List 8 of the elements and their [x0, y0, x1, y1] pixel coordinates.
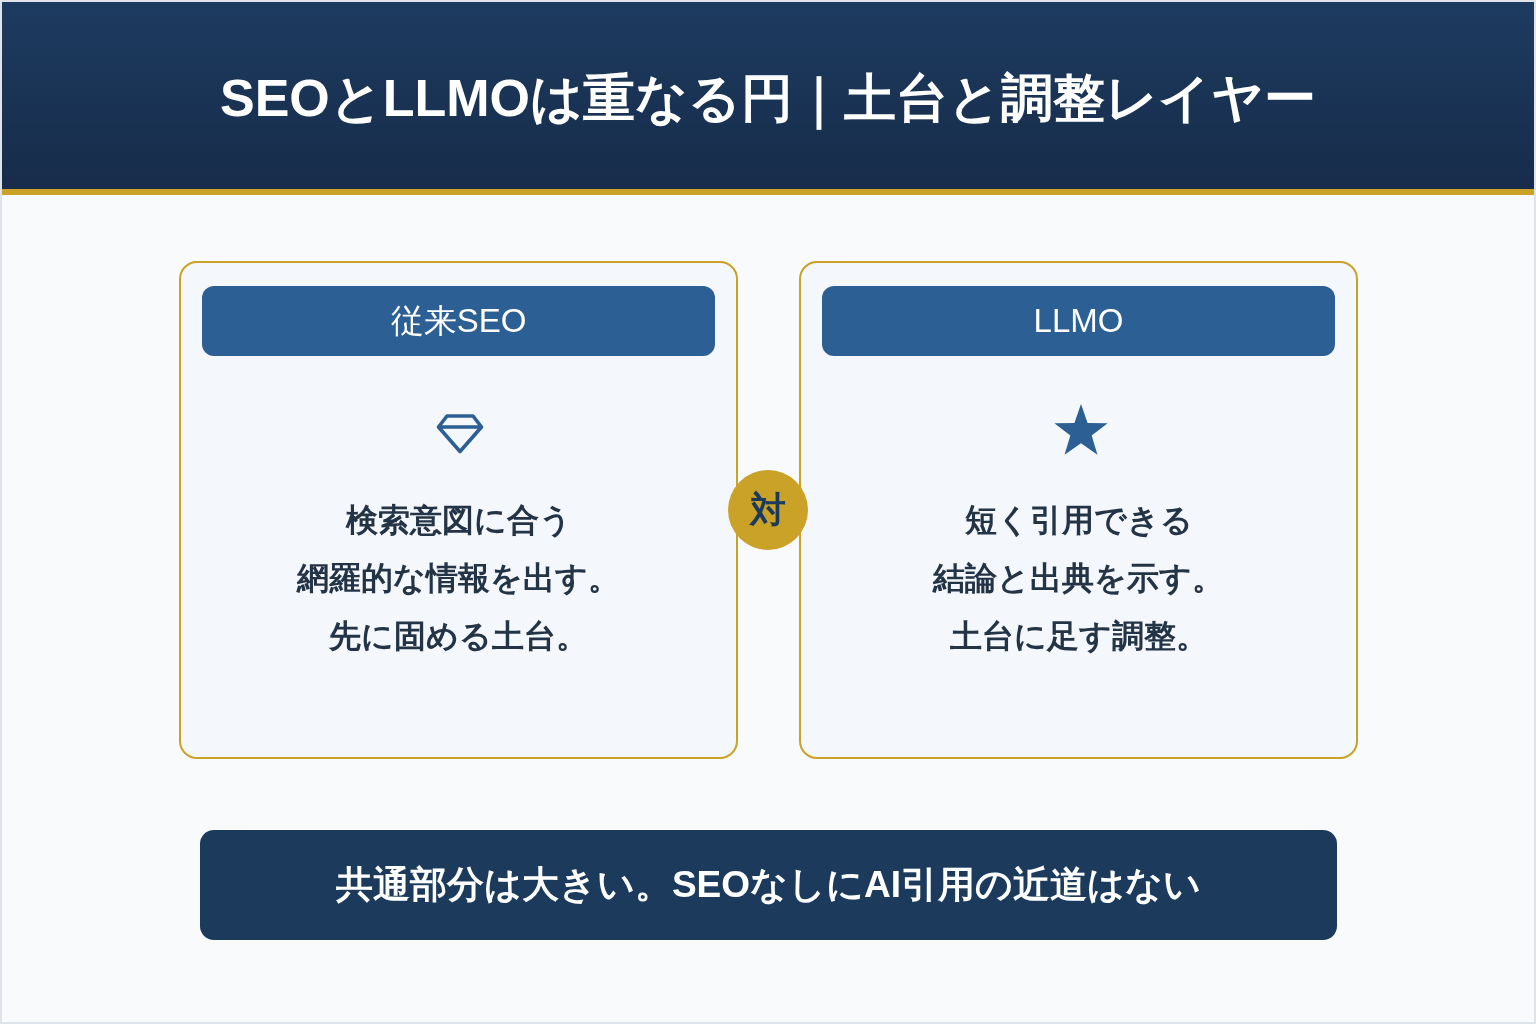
heading-bar: LLMO	[822, 286, 1335, 356]
heading-bar: 従来SEO	[202, 286, 715, 356]
card	[799, 261, 1358, 759]
summary-banner: 共通部分は大きい。SEOなしにAI引用の近道はない	[200, 830, 1337, 940]
card	[179, 261, 738, 759]
body-text: 短く引用できる結論と出典を示す。土台に足す調整。	[933, 501, 1224, 656]
title: SEOとLLMOは重なる円｜土台と調整レイヤー	[219, 63, 1317, 133]
body-text: 検索意図に合う網羅的な情報を出す。先に固める土台。	[297, 501, 620, 656]
